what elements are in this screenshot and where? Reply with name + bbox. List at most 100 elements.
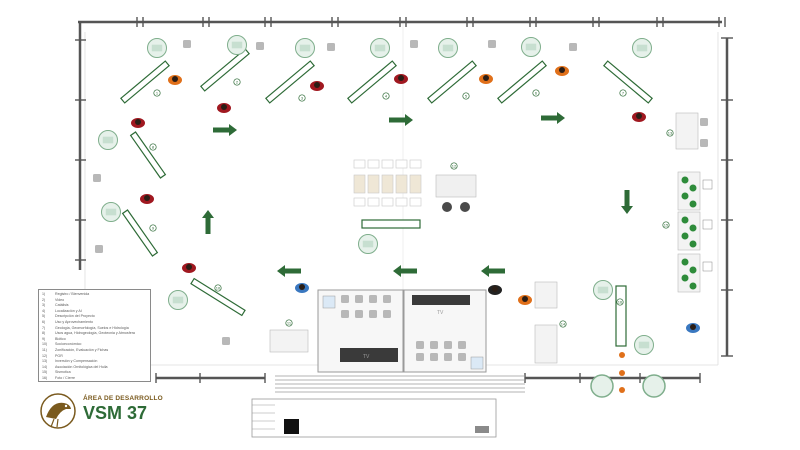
chair xyxy=(369,295,377,303)
display-table-top xyxy=(603,60,653,104)
station-marker xyxy=(298,94,306,102)
chair xyxy=(341,295,349,303)
marker-dot xyxy=(619,370,625,376)
arrow-shape xyxy=(213,124,237,136)
plant-icon xyxy=(689,184,697,192)
legend-item: 2)Video xyxy=(42,298,147,304)
bird-logo-icon xyxy=(40,393,76,429)
arrow-shape xyxy=(621,190,633,214)
visitor-head xyxy=(492,286,498,292)
display-table-top xyxy=(120,60,170,104)
kiosk-seat xyxy=(395,159,408,169)
monitor-icon xyxy=(702,261,713,272)
station-graphic-detail xyxy=(442,44,454,52)
visitor-head xyxy=(398,75,404,81)
station-marker xyxy=(462,92,470,100)
arrow-shape xyxy=(541,112,565,124)
station-number: 16 xyxy=(618,299,623,304)
info-panel-large xyxy=(435,174,477,198)
tv-screen-right xyxy=(412,295,470,305)
station-marker xyxy=(532,89,540,97)
chair xyxy=(569,43,577,51)
station-marker xyxy=(616,298,624,306)
chair xyxy=(444,353,452,361)
station-graphic-detail xyxy=(597,286,609,294)
station-number: 5 xyxy=(465,93,468,98)
station-graphic-detail xyxy=(638,341,650,349)
exhibitor-desk xyxy=(534,281,558,309)
visitor-head xyxy=(221,104,227,110)
station-graphic-detail xyxy=(374,44,386,52)
chair xyxy=(95,245,103,253)
display-table xyxy=(497,60,547,104)
plant-icon xyxy=(689,224,697,232)
legend-item: 10) Socioeconómico xyxy=(42,342,147,348)
visitor-head xyxy=(559,67,565,73)
station-number: 6 xyxy=(535,90,538,95)
legend-item-label: Catálisis xyxy=(55,303,69,308)
registration-desk xyxy=(284,419,299,434)
visitor-head xyxy=(522,296,528,302)
station-number: 3 xyxy=(301,95,304,100)
station-number: 11 xyxy=(287,320,292,325)
station-graphic-detail xyxy=(636,44,648,52)
legend-item-number: 3) xyxy=(42,303,46,308)
display-table xyxy=(121,209,159,257)
info-panel xyxy=(395,174,408,194)
station-marker xyxy=(559,320,567,328)
chair xyxy=(341,310,349,318)
info-panel xyxy=(409,174,422,194)
plant-icon xyxy=(689,266,697,274)
display-table xyxy=(427,60,477,104)
flow-arrow xyxy=(621,190,633,214)
legend-item: 8)Usos agua, Hidrogeología, Geotecnia y … xyxy=(42,331,147,337)
kiosk-seat xyxy=(353,197,366,207)
kiosk-seat xyxy=(381,159,394,169)
plant-icon xyxy=(681,176,689,184)
display-table xyxy=(120,60,170,104)
legend-item-number: 16) xyxy=(42,375,48,380)
station-marker xyxy=(153,89,161,97)
legend-item: 6)Uso y Aprovechamiento xyxy=(42,320,147,326)
chair xyxy=(416,353,424,361)
exhibitor-desk xyxy=(534,324,558,364)
legend-item-number: 7) xyxy=(42,325,46,330)
arrow-shape xyxy=(393,265,417,277)
display-table xyxy=(265,60,315,104)
wifi-sign xyxy=(475,426,489,433)
flow-arrow xyxy=(393,265,417,277)
visitor-head xyxy=(690,324,696,330)
legend-item-number: 4) xyxy=(42,308,46,313)
kiosk-seat xyxy=(367,159,380,169)
legend-item: 12)PGR xyxy=(42,354,147,360)
legend-item: 16) Foto / Cierre xyxy=(42,376,147,382)
legend-item: 4)Localización y AI xyxy=(42,309,147,315)
station-number: 9 xyxy=(152,225,155,230)
station-graphic-detail xyxy=(151,44,163,52)
station-number: 15 xyxy=(664,222,669,227)
legend-item-label: Foto / Cierre xyxy=(55,375,75,380)
display-table xyxy=(190,277,246,317)
video-sign xyxy=(470,356,484,370)
chair xyxy=(444,341,452,349)
chair xyxy=(430,353,438,361)
display-table-top xyxy=(265,60,315,104)
marker-dot xyxy=(619,352,625,358)
kiosk-seat xyxy=(353,159,366,169)
station-number: 12 xyxy=(452,163,457,168)
plant-icon xyxy=(681,216,689,224)
legend-item-number: 10) xyxy=(42,342,48,347)
kiosk-seat xyxy=(409,197,422,207)
station-number: 10 xyxy=(216,285,221,290)
visitor-head xyxy=(636,113,642,119)
station-graphic-detail xyxy=(525,43,537,51)
logo-badge xyxy=(642,374,666,398)
legend-item: 9)Biótico xyxy=(42,337,147,343)
station-number: 8 xyxy=(152,144,155,149)
legend-item-label: PGR xyxy=(55,353,63,358)
visitor-head xyxy=(186,264,192,270)
legend-item-label: Biótico xyxy=(55,336,66,341)
chair xyxy=(458,341,466,349)
legend-item-label: Socioeconómico xyxy=(55,342,82,347)
